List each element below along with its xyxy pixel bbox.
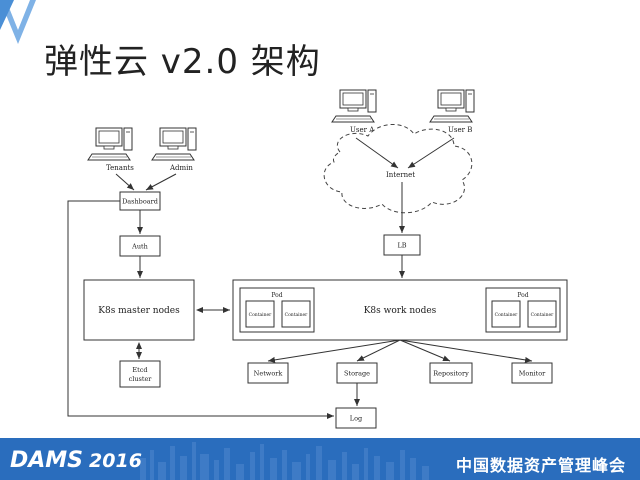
master-nodes-label: K8s master nodes — [98, 306, 180, 316]
storage-label: Storage — [344, 370, 370, 378]
slide-title: 弹性云 v2.0 架构 — [44, 42, 321, 82]
etcd-cluster-box — [119, 360, 161, 388]
work-to-storage-line — [356, 339, 401, 362]
admin-computer-icon — [151, 127, 197, 161]
dashboard-to-log-line — [67, 200, 334, 419]
admin-to-dashboard-line — [145, 173, 177, 191]
master-nodes-box — [83, 279, 195, 341]
monitor-box — [511, 362, 553, 384]
log-box — [335, 407, 377, 429]
user-b-computer-icon — [429, 89, 475, 123]
user-b-label: User B — [448, 126, 472, 134]
container-box — [527, 300, 557, 328]
internet-label: Internet — [386, 171, 415, 179]
internet-cloud — [323, 124, 473, 214]
container-label: Container — [495, 312, 519, 318]
log-label: Log — [350, 415, 362, 423]
pod-label: Pod — [271, 292, 282, 299]
corner-decoration — [0, 0, 36, 44]
work-nodes-label: K8s work nodes — [364, 306, 437, 316]
brand-name: DAMS — [10, 448, 84, 473]
etcd-label-line2: cluster — [129, 375, 153, 383]
etcd-label-line1: Etcd — [132, 366, 147, 374]
footer-banner — [0, 438, 640, 480]
monitor-label: Monitor — [519, 370, 546, 378]
tenants-to-dashboard-line — [115, 173, 135, 191]
architecture-diagram: Tenants Admin User A User B Internet Das… — [67, 89, 568, 429]
container-box — [281, 300, 311, 328]
container-label: Container — [531, 312, 555, 318]
user-b-to-internet-line — [407, 137, 455, 169]
work-to-repository-line — [399, 339, 451, 362]
container-label: Container — [285, 312, 309, 318]
auth-label: Auth — [131, 243, 148, 251]
brand-year: 2016 — [89, 450, 142, 472]
repository-label: Repository — [433, 370, 469, 378]
user-a-to-internet-line — [355, 137, 399, 169]
container-label: Container — [249, 312, 273, 318]
work-to-network-line — [267, 339, 401, 363]
repository-box — [429, 362, 473, 384]
tenants-label: Tenants — [106, 164, 134, 172]
tenants-computer-icon — [87, 127, 133, 161]
user-a-computer-icon — [331, 89, 377, 123]
work-to-monitor-line — [399, 339, 533, 363]
lb-label: LB — [397, 242, 406, 250]
network-label: Network — [254, 370, 283, 378]
container-box — [491, 300, 521, 328]
network-box — [247, 362, 289, 384]
container-box — [245, 300, 275, 328]
summit-name: 中国数据资产管理峰会 — [455, 456, 626, 475]
skyline-decoration — [140, 442, 429, 480]
admin-label: Admin — [169, 164, 193, 172]
pod-label: Pod — [517, 292, 528, 299]
user-a-label: User A — [350, 126, 375, 134]
dashboard-label: Dashboard — [122, 198, 158, 206]
